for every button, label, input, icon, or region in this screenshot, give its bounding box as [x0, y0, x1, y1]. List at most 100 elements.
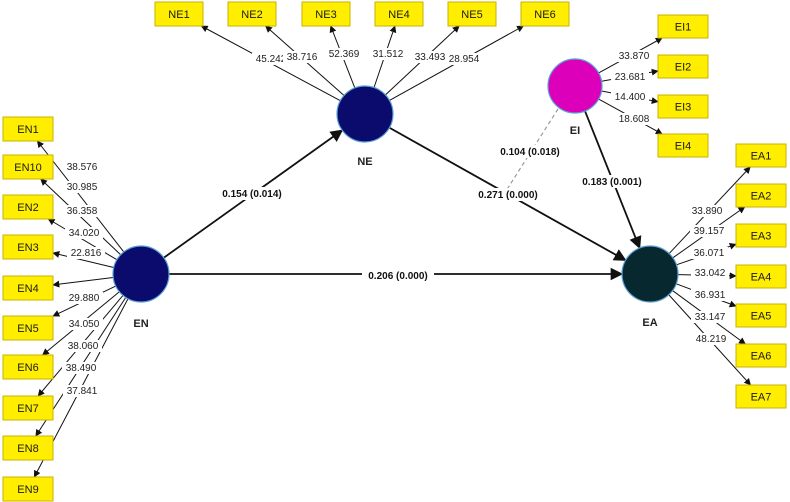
loading-value-bg-ea1 — [688, 205, 726, 217]
loading-value-ea4: 33.042 — [695, 268, 726, 279]
loading-value-bg-ne4 — [369, 48, 407, 60]
indicator-label-en9: EN9 — [17, 484, 38, 496]
loading-value-ea1: 33.890 — [692, 206, 723, 217]
loading-value-bg-en2 — [63, 205, 101, 217]
loading-value-bg-ne1 — [252, 53, 290, 65]
indicator-box-ne6 — [520, 1, 570, 27]
construct-ea — [621, 245, 679, 303]
loading-value-ea6: 33.147 — [695, 312, 726, 323]
indicator-box-en10 — [2, 154, 54, 180]
loading-value-bg-ea3 — [690, 247, 728, 259]
path-coefficient-bg-en-ea — [362, 269, 434, 282]
indicator-label-en6: EN6 — [17, 362, 38, 374]
loading-value-ea5: 36.931 — [695, 290, 726, 301]
path-coefficient-ei-ne-ea: 0.104 (0.018) — [500, 147, 560, 158]
loading-value-ne1: 45.242 — [256, 54, 287, 65]
indicator-box-ei1 — [657, 14, 709, 39]
path-coefficient-ne-ea: 0.271 (0.000) — [478, 190, 538, 201]
indicator-label-ea4: EA4 — [751, 272, 772, 284]
indicator-label-ei2: EI2 — [675, 62, 692, 74]
indicator-label-ei4: EI4 — [675, 141, 692, 153]
indicator-box-ea1 — [735, 143, 787, 168]
indicator-box-ne2 — [227, 1, 277, 27]
loading-value-en8: 38.490 — [66, 363, 97, 374]
loading-value-bg-en7 — [64, 340, 102, 352]
indicator-box-ne4 — [374, 1, 424, 27]
indicator-label-ea3: EA3 — [751, 231, 772, 243]
loading-value-ei2: 23.681 — [615, 72, 646, 83]
path-coefficient-en-ea: 0.206 (0.000) — [368, 271, 428, 282]
path-coefficient-bg-ne-ea — [472, 188, 544, 201]
indicator-box-en6 — [2, 354, 54, 380]
indicator-label-en10: EN10 — [14, 162, 42, 174]
loading-value-bg-ei2 — [611, 71, 649, 83]
loading-arrow-en4 — [52, 276, 114, 288]
indicator-label-en5: EN5 — [17, 323, 38, 335]
indicator-label-en3: EN3 — [17, 242, 38, 254]
loading-value-bg-ea5 — [691, 289, 729, 301]
construct-label-ea: EA — [642, 317, 657, 329]
indicator-box-en8 — [2, 435, 54, 461]
indicator-box-en9 — [2, 476, 54, 502]
loading-value-ei1: 33.870 — [619, 51, 650, 62]
loading-value-ne5: 33.493 — [415, 52, 446, 63]
indicator-label-ei3: EI3 — [675, 102, 692, 114]
loading-value-bg-en10 — [63, 181, 101, 193]
path-coefficient-ei-ea: 0.183 (0.001) — [582, 177, 642, 188]
indicator-label-ea2: EA2 — [751, 191, 772, 203]
loading-value-bg-ne2 — [283, 51, 321, 63]
indicator-box-en4 — [2, 275, 54, 301]
loading-value-bg-ei3 — [611, 91, 649, 103]
construct-ne — [336, 85, 394, 143]
indicator-label-ne1: NE1 — [168, 9, 189, 21]
indicator-box-en3 — [2, 234, 54, 260]
loading-value-bg-ei4 — [615, 113, 653, 125]
path-ei-to-ne-ea — [505, 108, 559, 192]
indicator-box-ei2 — [657, 54, 709, 79]
indicator-box-ei4 — [657, 133, 709, 158]
loading-value-ne2: 38.716 — [287, 52, 318, 63]
indicator-label-en7: EN7 — [17, 403, 38, 415]
loading-value-bg-en9 — [63, 385, 101, 397]
loading-value-bg-ea2 — [690, 225, 728, 237]
indicator-label-ea7: EA7 — [751, 392, 772, 404]
indicator-box-ne3 — [301, 1, 351, 27]
loading-value-ei4: 18.608 — [619, 114, 650, 125]
loading-value-bg-en1 — [63, 161, 101, 173]
loading-value-bg-ea7 — [692, 333, 730, 345]
loading-value-bg-ea4 — [691, 267, 729, 279]
indicator-box-ea5 — [735, 303, 787, 328]
path-coefficient-bg-en-ne — [216, 187, 288, 200]
path-coefficient-bg-ei-ne-ea — [494, 145, 566, 158]
indicator-label-ne5: NE5 — [461, 9, 482, 21]
indicator-label-ea1: EA1 — [751, 151, 772, 163]
indicator-label-ei1: EI1 — [675, 22, 692, 34]
loading-value-en7: 38.060 — [68, 341, 99, 352]
indicator-label-en1: EN1 — [17, 124, 38, 136]
indicator-label-en2: EN2 — [17, 202, 38, 214]
indicator-box-ea4 — [735, 264, 787, 289]
loading-value-bg-ne3 — [325, 48, 363, 60]
indicator-label-ne2: NE2 — [241, 9, 262, 21]
loading-value-ne3: 52.369 — [329, 49, 360, 60]
indicator-box-ne5 — [447, 1, 497, 27]
loading-value-bg-ne5 — [411, 51, 449, 63]
indicator-box-ea6 — [735, 343, 787, 368]
indicator-label-en8: EN8 — [17, 443, 38, 455]
loading-value-bg-ne6 — [445, 53, 483, 65]
loading-value-ei3: 14.400 — [615, 92, 646, 103]
loading-value-bg-ea6 — [691, 311, 729, 323]
loading-value-ea2: 39.157 — [694, 226, 725, 237]
loading-value-en4: 22.816 — [71, 248, 102, 259]
loading-value-en1: 38.576 — [67, 162, 98, 173]
construct-label-ei: EI — [570, 125, 580, 137]
indicator-label-ne4: NE4 — [388, 9, 409, 21]
loading-value-en2: 36.358 — [67, 206, 98, 217]
loading-value-en3: 34.020 — [69, 228, 100, 239]
construct-en — [112, 245, 170, 303]
loading-value-ne4: 31.512 — [373, 49, 404, 60]
loading-value-en9: 37.841 — [67, 386, 98, 397]
loading-value-en5: 29.880 — [69, 293, 100, 304]
indicator-box-ea2 — [735, 183, 787, 208]
